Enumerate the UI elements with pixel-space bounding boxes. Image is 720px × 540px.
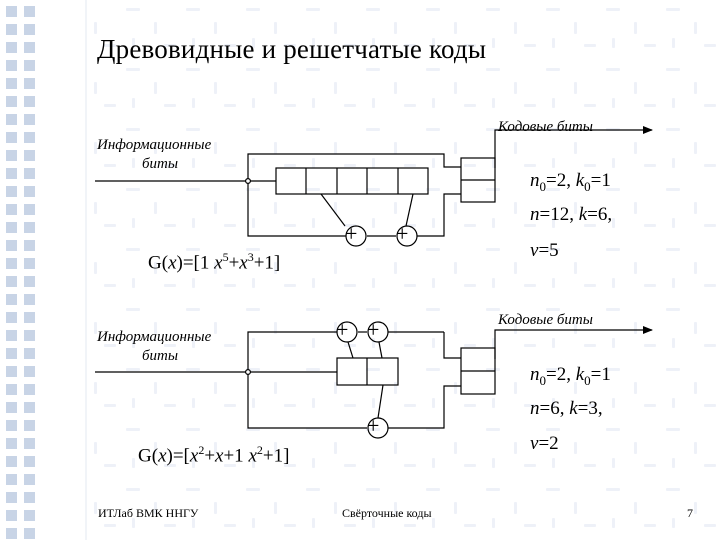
encoder-1-adder-a: [345, 225, 367, 247]
sidebar-square: [6, 330, 17, 341]
encoder-2-output-arrow: [494, 326, 653, 359]
sidebar-square: [24, 42, 35, 53]
slide-title: Древовидные и решетчатые коды: [97, 34, 487, 64]
sidebar-square: [24, 60, 35, 71]
sidebar-square: [6, 204, 17, 215]
sidebar-square: [6, 78, 17, 89]
sidebar-square: [24, 240, 35, 251]
sidebar-square: [24, 114, 35, 125]
encoder-1-output-arrow: [494, 126, 653, 168]
sidebar-square: [24, 420, 35, 431]
sidebar-square: [24, 492, 35, 503]
sidebar-square: [6, 276, 17, 287]
encoder-1-params-nu: ν=5: [530, 240, 559, 261]
encoder-2-params-n-k: n=6, k=3,: [530, 398, 603, 419]
sidebar-square: [24, 24, 35, 35]
encoder-1-shift-register: [275, 167, 429, 195]
sidebar-square: [6, 114, 17, 125]
sidebar-decoration: [6, 6, 35, 539]
sidebar-square: [24, 204, 35, 215]
encoder-1-output-label: Кодовые биты: [498, 119, 593, 135]
sidebar-square: [6, 312, 17, 323]
sidebar-square: [6, 510, 17, 521]
encoder-2-adder-b: [367, 321, 389, 343]
encoder-1-tap-line: [247, 181, 346, 237]
sidebar-square: [24, 132, 35, 143]
sidebar-square: [24, 510, 35, 521]
sidebar-square: [6, 294, 17, 305]
sidebar-square: [24, 456, 35, 467]
sidebar-square: [24, 366, 35, 377]
sidebar-square: [6, 24, 17, 35]
sidebar-square: [24, 528, 35, 539]
sidebar-square: [24, 294, 35, 305]
sidebar-square: [6, 402, 17, 413]
encoder-2-output-label: Кодовые биты: [498, 312, 593, 328]
encoder-1-generator-polynomial: G(x)=[1 x5+x3+1]: [148, 250, 281, 274]
sidebar-square: [6, 96, 17, 107]
encoder-2-params-nu: ν=2: [530, 433, 559, 454]
sidebar-square: [24, 438, 35, 449]
sidebar-square: [24, 222, 35, 233]
encoder-2-adder-a: [336, 321, 358, 343]
sidebar-square: [24, 150, 35, 161]
sidebar-square: [24, 276, 35, 287]
sidebar-square: [6, 474, 17, 485]
encoder-2-params-n0-k0: n0=2, k0=1: [530, 364, 611, 388]
sidebar-square: [24, 186, 35, 197]
sidebar-square: [24, 474, 35, 485]
sidebar-square: [6, 384, 17, 395]
encoder-2: [95, 321, 653, 439]
sidebar-square: [6, 366, 17, 377]
encoder-2-generator-polynomial: G(x)=[x2+x+1 x2+1]: [138, 443, 290, 467]
encoder-2-shift-register: [336, 357, 399, 386]
encoder-1: [95, 126, 653, 247]
sidebar-square: [6, 42, 17, 53]
encoder-1-params-n-k: n=12, k=6,: [530, 204, 613, 225]
sidebar-square: [24, 168, 35, 179]
sidebar-square: [24, 6, 35, 17]
sidebar-square: [24, 312, 35, 323]
sidebar-square: [6, 456, 17, 467]
encoder-2-tap-line: [247, 372, 367, 429]
encoder-2-input-label: Информационные биты: [97, 329, 212, 364]
sidebar-square: [6, 186, 17, 197]
sidebar-square: [6, 438, 17, 449]
sidebar-square: [6, 492, 17, 503]
sidebar-square: [6, 222, 17, 233]
sidebar-square: [6, 348, 17, 359]
sidebar-square: [24, 330, 35, 341]
sidebar-square: [6, 258, 17, 269]
sidebar-square: [24, 78, 35, 89]
sidebar-square: [24, 258, 35, 269]
encoder-1-bypass-line: [247, 153, 461, 181]
sidebar-square: [24, 348, 35, 359]
sidebar-square: [6, 528, 17, 539]
page-number: 7: [687, 506, 693, 520]
sidebar-square: [6, 168, 17, 179]
sidebar-square: [6, 420, 17, 431]
encoder-1-params-n0-k0: n0=2, k0=1: [530, 170, 611, 194]
sidebar-square: [6, 6, 17, 17]
sidebar-square: [6, 60, 17, 71]
encoder-1-adder-b: [396, 225, 418, 247]
footer-center: Свёрточные коды: [342, 506, 432, 520]
footer-left: ИТЛаб ВМК ННГУ: [98, 506, 199, 520]
sidebar-square: [24, 96, 35, 107]
encoder-2-adder-c: [367, 417, 389, 439]
sidebar-square: [24, 384, 35, 395]
sidebar-square: [6, 132, 17, 143]
sidebar-square: [6, 240, 17, 251]
sidebar-square: [24, 402, 35, 413]
encoder-1-input-label: Информационные биты: [97, 137, 212, 172]
sidebar-square: [6, 150, 17, 161]
